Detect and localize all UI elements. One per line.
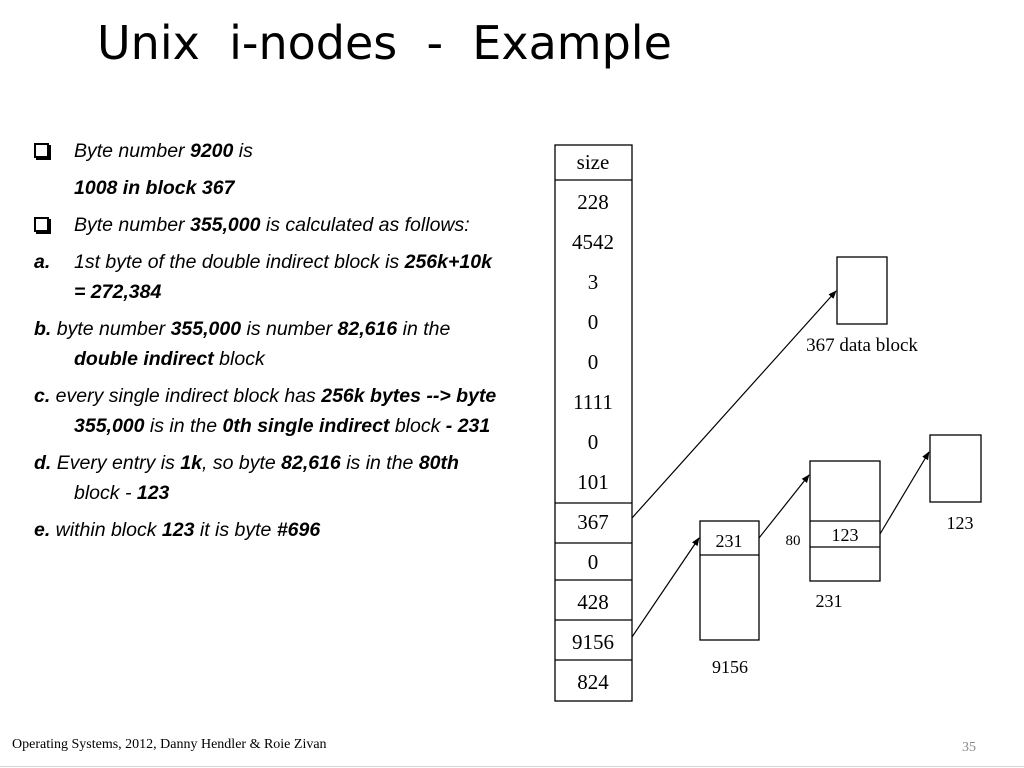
bullet-2-text: Byte number [74,214,190,236]
step-c-value-3: - 231 [445,415,491,437]
arrow-to-block-231 [758,474,810,539]
step-d: d. Every entry is 1k, so byte 82,616 is … [34,448,504,508]
step-e-letter: e. [34,519,51,541]
inode-cell-double-indirect: 9156 [572,630,614,654]
inode-table: size 228 4542 3 0 0 1111 0 101 367 0 428… [554,144,633,702]
block-123-label: 123 [947,513,974,533]
step-d-value-4: 123 [136,482,170,504]
step-e-value-1: 123 [161,519,195,541]
block-9156-entry: 231 [716,531,743,551]
bullet-1-text-end: is [233,140,253,162]
arrow-to-block-123 [879,451,930,535]
footer-divider [0,766,1024,767]
inode-cell: 428 [577,590,609,614]
step-d-letter: d. [34,452,52,474]
step-d-text-1: Every entry is [51,452,181,474]
step-b-value-3: double indirect [74,348,214,370]
step-b-text-3: in the [397,318,451,340]
step-d-text-3: is in the [340,452,419,474]
bullet-2-text-end: is calculated as follows: [260,214,470,236]
arrow-to-data-block [631,290,837,519]
step-c-value-1: 256k bytes --> byte 355,000 [74,385,497,437]
step-b-letter: b. [34,318,52,340]
offset-in-block: 1008 in block 367 [74,177,235,199]
step-a-letter: a. [34,251,51,273]
step-e-text-1: within block [50,519,162,541]
arrow-to-block-9156 [631,537,700,638]
checkbox-bullet-icon [34,210,49,240]
step-b-value-1: 355,000 [170,318,242,340]
checkbox-bullet-icon [34,136,49,166]
block-231-label: 231 [816,591,843,611]
bullet-2: Byte number 355,000 is calculated as fol… [34,210,504,240]
byte-355000: 355,000 [189,214,261,236]
page-number: 35 [962,740,976,755]
byte-9200: 9200 [189,140,234,162]
step-c: c. every single indirect block has 256k … [34,381,504,441]
step-b: b. byte number 355,000 is number 82,616 … [34,314,504,374]
block-123 [929,434,982,503]
step-b-value-2: 82,616 [337,318,398,340]
inode-cell: 101 [577,470,609,494]
step-b-text-4: block [213,348,265,370]
inode-cell: 4542 [572,230,614,254]
inode-cell: 824 [577,670,609,694]
data-block-367-label: 367 data block [806,335,918,356]
step-c-text-2: is in the [144,415,223,437]
step-b-text-1: byte number [51,318,171,340]
inode-cell: 1111 [573,390,613,414]
inode-cell: 0 [588,550,599,574]
block-231-entry: 123 [832,525,859,545]
step-c-text-1: every single indirect block has [50,385,322,407]
step-d-value-3: 80th [418,452,459,474]
inode-outline [554,144,633,702]
inode-cell: 3 [588,270,599,294]
bullet-1: Byte number 9200 is [34,136,504,166]
step-c-letter: c. [34,385,51,407]
step-a-text: 1st byte of the double indirect block is [74,251,405,273]
block-9156-label: 9156 [712,657,748,677]
bullet-1-text: Byte number [74,140,190,162]
footer-credit: Operating Systems, 2012, Danny Hendler &… [12,737,327,752]
step-d-value-2: 82,616 [281,452,341,474]
step-c-text-3: block [389,415,446,437]
block-231-index: 80 [786,533,801,549]
step-b-text-2: is number [241,318,338,340]
step-d-text-2: , so byte [202,452,282,474]
step-d-value-1: 1k [180,452,202,474]
inode-cell-single-indirect: 367 [577,510,609,534]
inode-cell: 228 [577,190,609,214]
step-a: a. 1st byte of the double indirect block… [34,247,504,307]
inode-cell: 0 [588,430,599,454]
inode-cell: 0 [588,350,599,374]
step-a-value: 256k+10k = 272,384 [74,251,492,303]
inode-cell-size: size [577,150,610,174]
inode-cell: 0 [588,310,599,334]
step-e-text-2: it is byte [194,519,277,541]
bullet-1-line-2: 1008 in block 367 [34,173,504,203]
step-c-value-2: 0th single indirect [222,415,390,437]
step-e: e. within block 123 it is byte #696 [34,515,504,545]
bullet-list: Byte number 9200 is 1008 in block 367 By… [34,136,504,545]
slide-title: Unix i-nodes - Example [97,16,672,70]
step-e-value-2: #696 [276,519,321,541]
data-block-367 [836,256,888,325]
step-d-text-4: block - [74,482,137,504]
block-9156 [699,520,760,641]
